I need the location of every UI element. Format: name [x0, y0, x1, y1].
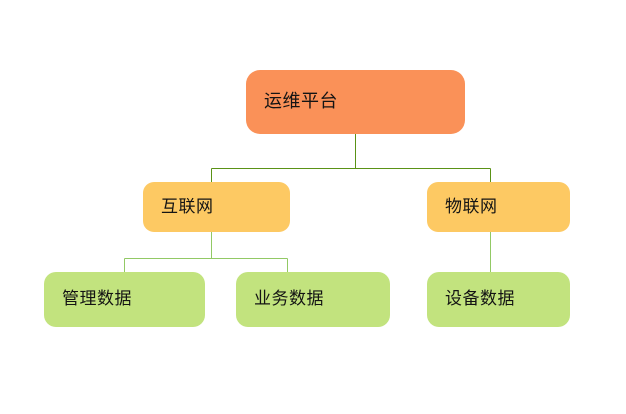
node-device-data-label: 设备数据: [445, 289, 515, 310]
node-management-data[interactable]: 管理数据: [44, 272, 205, 327]
node-internet-label: 互联网: [161, 196, 214, 217]
node-business-data-label: 业务数据: [254, 289, 324, 310]
node-root-label: 运维平台: [264, 91, 338, 113]
node-business-data[interactable]: 业务数据: [236, 272, 390, 327]
node-management-data-label: 管理数据: [62, 289, 132, 310]
node-root[interactable]: 运维平台: [246, 70, 465, 134]
edge-internet-to-leaves: [123, 232, 289, 272]
node-iot-label: 物联网: [445, 196, 498, 217]
node-device-data[interactable]: 设备数据: [427, 272, 570, 327]
node-internet[interactable]: 互联网: [143, 182, 290, 232]
node-iot[interactable]: 物联网: [427, 182, 570, 232]
edge-root-to-mid: [210, 134, 492, 182]
